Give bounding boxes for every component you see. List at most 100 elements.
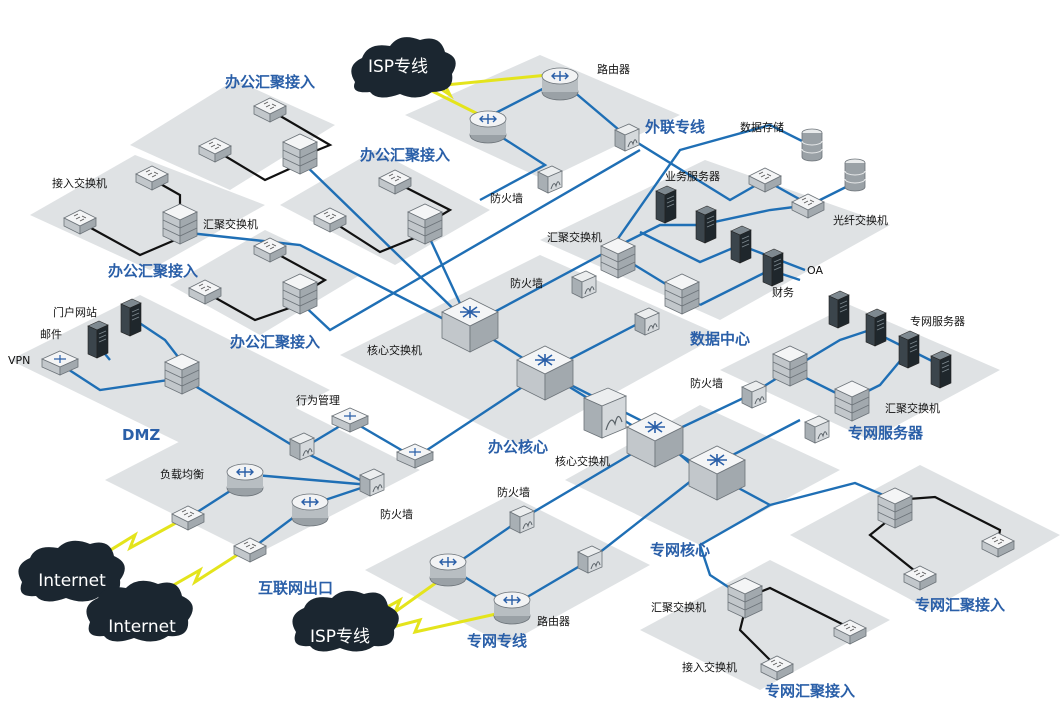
aggregation-switch-icon (164, 353, 200, 395)
large-firewall-icon (582, 387, 628, 439)
zone-extranet (405, 55, 680, 180)
device-label-access-switch: 接入交换机 (52, 176, 107, 190)
zone-label-office-access-1: 办公汇聚接入 (225, 73, 315, 91)
device-label-router: 路由器 (537, 614, 570, 628)
zone-private-line (365, 495, 650, 645)
zone-private-servers (720, 305, 1000, 440)
device-label-finance: 财务 (772, 285, 794, 299)
device-label-load-balance: 负载均衡 (160, 467, 204, 481)
server-icon (865, 308, 887, 347)
firewall-icon (509, 505, 535, 534)
device-label-router: 路由器 (597, 62, 630, 76)
device-label-private-server: 专网服务器 (910, 314, 965, 328)
device-label-agg-switch: 汇聚交换机 (651, 600, 706, 614)
device-label-agg-switch: 汇聚交换机 (547, 230, 602, 244)
zone-label-dmz: DMZ (122, 426, 160, 444)
device-label-firewall: 防火墙 (497, 485, 530, 499)
private-core-devices (582, 387, 746, 501)
zone-label-extranet: 外联专线 (644, 118, 705, 136)
aggregation-switch-icon (600, 237, 636, 279)
firewall-icon (634, 307, 660, 336)
zone-private-access-2 (640, 560, 890, 690)
firewall-icon (614, 123, 640, 152)
device-label-access-switch: 接入交换机 (682, 660, 737, 674)
zone-label-private-access-1: 专网汇聚接入 (915, 596, 1005, 614)
device-label-firewall: 防火墙 (510, 276, 543, 290)
device-label-mail: 邮件 (40, 328, 62, 341)
cloud-label: Internet (38, 571, 106, 591)
server-icon (828, 290, 850, 329)
device-label-data-storage: 数据存储 (740, 120, 784, 134)
firewall-icon (289, 432, 315, 461)
zone-office-core (340, 255, 720, 445)
device-label-core-switch: 核心交换机 (367, 343, 422, 357)
zone-label-internet-exit: 互联网出口 (258, 579, 333, 597)
storage-icon (801, 128, 823, 162)
zone-label-private-access-2: 专网汇聚接入 (765, 682, 855, 700)
device-label-firewall: 防火墙 (690, 376, 723, 390)
zone-label-office-access-3: 办公汇聚接入 (108, 262, 198, 280)
zone-label-office-access-2: 办公汇聚接入 (360, 146, 450, 164)
device-label-agg-switch: 汇聚交换机 (203, 217, 258, 231)
cloud-internet-2: Internet (86, 580, 193, 642)
portal-server-icon (120, 298, 142, 337)
cloud-label: Internet (108, 617, 176, 637)
server-icon (655, 185, 677, 224)
server-icon (695, 205, 717, 244)
device-label-fiber-switch: 光纤交换机 (833, 213, 888, 227)
device-label-firewall: 防火墙 (380, 507, 413, 521)
firewall-icon (359, 468, 385, 497)
storage-icon (844, 158, 866, 192)
aggregation-switch-icon (877, 487, 913, 529)
device-label-vpn: VPN (8, 354, 30, 367)
zone-office-access-4 (170, 230, 360, 335)
aggregation-switch-icon (772, 345, 808, 387)
zone-label-office-core: 办公核心 (488, 438, 548, 456)
server-icon (930, 350, 952, 389)
aggregation-switch-icon (407, 203, 443, 245)
aggregation-switch-icon (282, 273, 318, 315)
zone-office-access-3 (30, 155, 265, 270)
cloud-isp-top: ISP专线 (351, 37, 456, 98)
cloud-isp-bottom: ISP专线 (292, 590, 399, 652)
zone-label-datacenter: 数据中心 (690, 330, 750, 348)
aggregation-switch-icon (727, 577, 763, 619)
device-label-business-server: 业务服务器 (665, 170, 720, 183)
zone-private-access-1 (790, 465, 1060, 610)
device-label-agg-switch: 汇聚交换机 (885, 401, 940, 415)
device-label-oa: OA (807, 264, 823, 277)
firewall-icon (537, 165, 563, 194)
server-icon (730, 225, 752, 264)
zone-labels: 办公汇聚接入 办公汇聚接入 办公汇聚接入 办公汇聚接入 外联专线 数据中心 DM… (108, 73, 1005, 700)
zone-label-private-servers: 专网服务器 (848, 424, 924, 442)
router-icon (469, 110, 507, 144)
router-icon (291, 493, 329, 527)
load-balancer-icon (226, 463, 264, 497)
cloud-label: ISP专线 (368, 57, 428, 77)
zone-label-private-line: 专网专线 (467, 632, 527, 650)
router-icon (493, 591, 531, 625)
device-label-core-switch: 核心交换机 (555, 454, 610, 468)
zone-label-office-access-4: 办公汇聚接入 (230, 333, 320, 351)
firewall-icon (804, 415, 830, 444)
zone-label-private-core: 专网核心 (650, 541, 710, 559)
firewall-icon (577, 545, 603, 574)
firewall-icon (571, 270, 597, 299)
device-labels: 路由器 防火墙 数据存储 业务服务器 光纤交换机 汇聚交换机 OA 财务 防火墙… (8, 62, 965, 674)
aggregation-switch-icon (162, 203, 198, 245)
aggregation-switch-icon (834, 380, 870, 422)
server-icon (762, 248, 784, 287)
device-label-behavior-mgmt: 行为管理 (296, 393, 340, 407)
router-icon (429, 553, 467, 587)
router-icon (541, 67, 579, 101)
mail-server-icon (87, 320, 109, 359)
cloud-label: ISP专线 (310, 627, 370, 647)
device-label-firewall: 防火墙 (490, 191, 523, 205)
cloud-internet-1: Internet (18, 540, 125, 602)
device-label-portal: 门户网站 (53, 305, 97, 319)
firewall-icon (741, 380, 767, 409)
aggregation-switch-icon (664, 273, 700, 315)
server-icon (898, 330, 920, 369)
